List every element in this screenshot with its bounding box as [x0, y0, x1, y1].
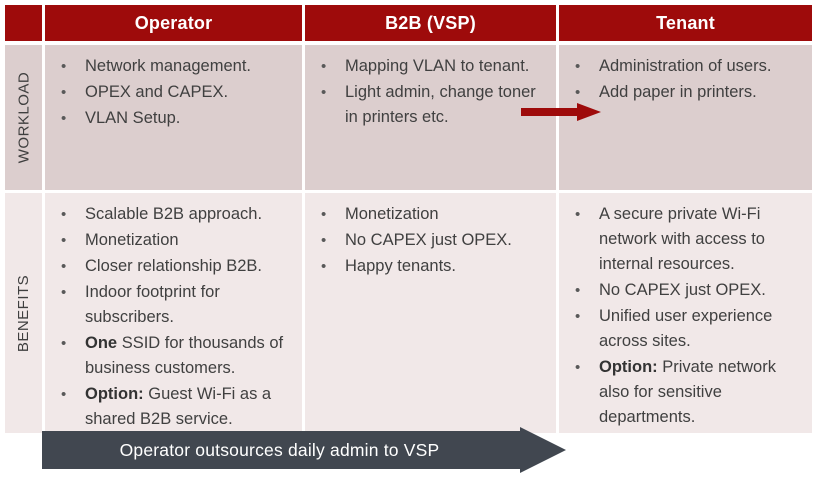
bullet-list: Monetization No CAPEX just OPEX. Happy ten…: [305, 193, 556, 279]
bullet-item: Add paper in printers.: [573, 80, 804, 105]
bullet-item: Closer relationship B2B.: [59, 254, 294, 279]
bullet-text: OPEX and CAPEX.: [85, 83, 229, 101]
outsourcing-banner-arrow: Operator outsources daily admin to VSP: [42, 427, 566, 473]
bullet-text: Monetization: [85, 231, 179, 249]
bullet-item: Option: Private network also for sensiti…: [573, 355, 804, 430]
bullet-list: Administration of users. Add paper in pri…: [559, 45, 812, 105]
bullet-item: VLAN Setup.: [59, 106, 294, 131]
bullet-text: Network management.: [85, 57, 251, 75]
row-label-benefits-text: BENEFITS: [15, 274, 33, 352]
row-label-benefits: BENEFITS: [5, 193, 42, 433]
bullet-item: Indoor footprint for subscribers.: [59, 280, 294, 330]
bullet-item: Mapping VLAN to tenant.: [319, 54, 548, 79]
row-label-workload: WORKLOAD: [5, 45, 42, 190]
bullet-item: Monetization: [59, 228, 294, 253]
bullet-text: Happy tenants.: [345, 257, 456, 275]
cell-benefits-tenant: A secure private Wi-Fi network with acce…: [559, 193, 812, 433]
bullet-item: Happy tenants.: [319, 254, 548, 279]
bullet-list: Mapping VLAN to tenant. Light admin, chan…: [305, 45, 556, 130]
bullet-item: OPEX and CAPEX.: [59, 80, 294, 105]
bullet-text: Indoor footprint for subscribers.: [85, 283, 220, 326]
bullet-text: Private network also for sensitive depar…: [599, 358, 776, 426]
responsibility-matrix-table: Operator B2B (VSP) Tenant WORKLOAD Netwo…: [5, 5, 812, 433]
bullet-text: Add paper in printers.: [599, 83, 757, 101]
bullet-text: Monetization: [345, 205, 439, 223]
bullet-text: Administration of users.: [599, 57, 772, 75]
bullet-item: No CAPEX just OPEX.: [319, 228, 548, 253]
table-header-tenant: Tenant: [559, 5, 812, 41]
bullet-item: Option: Guest Wi-Fi as a shared B2B serv…: [59, 382, 294, 432]
bullet-list: A secure private Wi-Fi network with acce…: [559, 193, 812, 430]
bullet-text: Mapping VLAN to tenant.: [345, 57, 530, 75]
bullet-text: Light admin, change toner in printers et…: [345, 83, 536, 126]
bullet-text: No CAPEX just OPEX.: [345, 231, 512, 249]
cell-benefits-operator: Scalable B2B approach. MonetizationCloser…: [45, 193, 302, 433]
bullet-text: Guest Wi-Fi as a shared B2B service.: [85, 385, 272, 428]
row-label-workload-text: WORKLOAD: [15, 71, 33, 164]
bullet-item: One SSID for thousands of business custo…: [59, 331, 294, 381]
bullet-item: Unified user experience across sites.: [573, 304, 804, 354]
bullet-text-emphasis: Option:: [85, 385, 144, 403]
table-row-workload: WORKLOAD Network management. OPEX and CAP…: [5, 45, 812, 190]
bullet-text: SSID for thousands of business customers…: [85, 334, 284, 377]
bullet-text-emphasis: Option:: [599, 358, 658, 376]
bullet-text-emphasis: One: [85, 334, 122, 352]
table-row-benefits: BENEFITS Scalable B2B approach. Monetizat…: [5, 193, 812, 433]
bullet-text: A secure private Wi-Fi network with acce…: [599, 205, 765, 273]
bullet-item: No CAPEX just OPEX.: [573, 278, 804, 303]
bullet-text: Closer relationship B2B.: [85, 257, 263, 275]
bullet-item: Scalable B2B approach.: [59, 202, 294, 227]
bullet-item: Light admin, change toner in printers et…: [319, 80, 548, 130]
bullet-item: Network management.: [59, 54, 294, 79]
table-header-b2b: B2B (VSP): [305, 5, 556, 41]
banner-label: Operator outsources daily admin to VSP: [119, 439, 440, 460]
cell-workload-operator: Network management. OPEX and CAPEX. VLAN S…: [45, 45, 302, 190]
table-header-corner-cell: [5, 5, 42, 41]
cell-workload-b2b: Mapping VLAN to tenant. Light admin, chan…: [305, 45, 556, 190]
bullet-item: Monetization: [319, 202, 548, 227]
cell-workload-tenant: Administration of users. Add paper in pri…: [559, 45, 812, 190]
bullet-text: No CAPEX just OPEX.: [599, 281, 766, 299]
table-header-operator: Operator: [45, 5, 302, 41]
bullet-item: A secure private Wi-Fi network with acce…: [573, 202, 804, 277]
bullet-text: Unified user experience across sites.: [599, 307, 773, 350]
bullet-list: Scalable B2B approach. MonetizationCloser…: [45, 193, 302, 432]
bullet-text: VLAN Setup.: [85, 109, 181, 127]
bullet-list: Network management. OPEX and CAPEX. VLAN S…: [45, 45, 302, 131]
bullet-item: Administration of users.: [573, 54, 804, 79]
table-header-row: Operator B2B (VSP) Tenant: [5, 5, 812, 41]
banner-arrow-shape: [42, 427, 566, 473]
cell-benefits-b2b: Monetization No CAPEX just OPEX. Happy ten…: [305, 193, 556, 433]
bullet-text: Scalable B2B approach.: [85, 205, 263, 223]
